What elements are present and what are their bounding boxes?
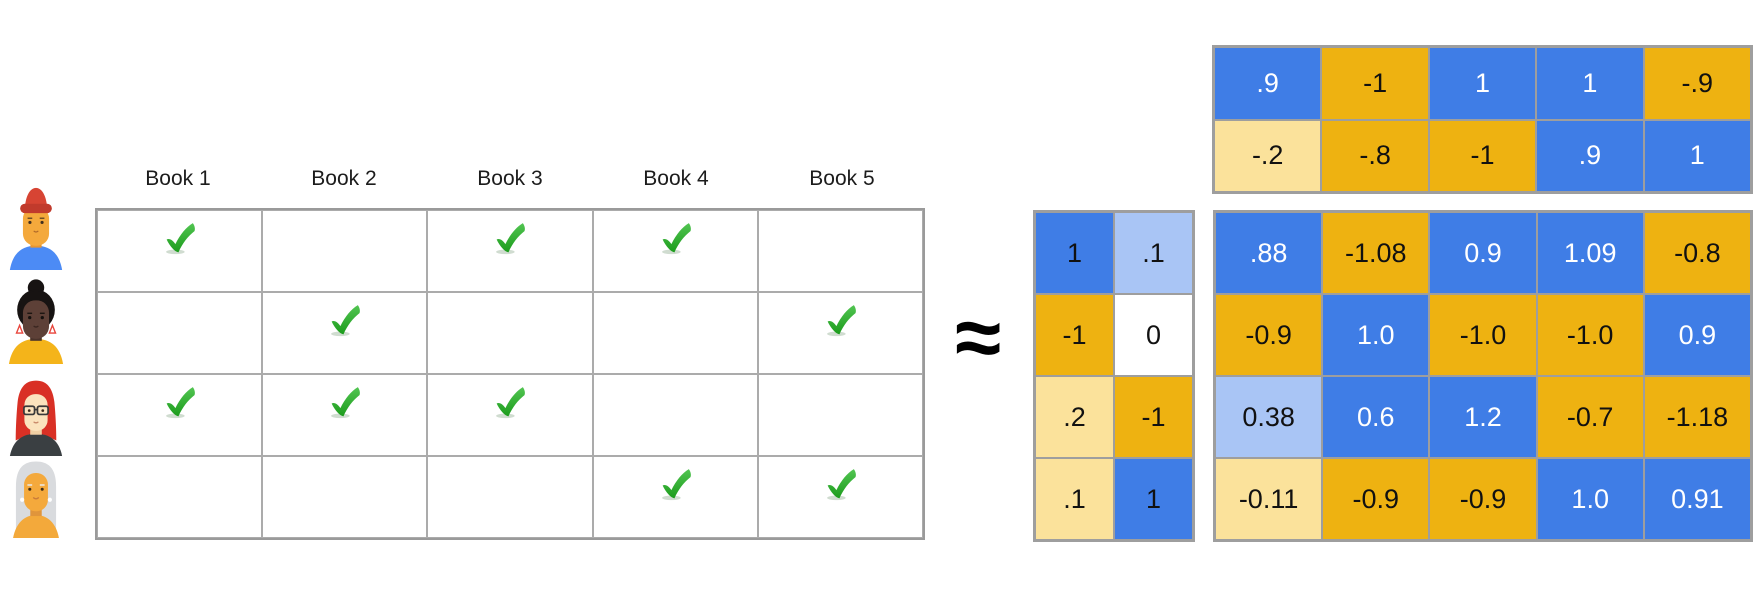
rating-cell bbox=[427, 456, 593, 538]
book-column-header: Book 4 bbox=[643, 167, 709, 190]
matrix-cell: -1.18 bbox=[1643, 376, 1751, 458]
matrix-cell: -0.9 bbox=[1215, 294, 1323, 376]
rating-cell bbox=[757, 292, 923, 374]
book-column-header: Book 2 bbox=[311, 167, 377, 190]
checkmark-icon bbox=[166, 387, 195, 419]
rating-cell bbox=[757, 456, 923, 538]
matrix-cell: .9 bbox=[1214, 47, 1322, 120]
matrix-cell: .2 bbox=[1035, 376, 1114, 458]
book-column-header: Book 3 bbox=[477, 167, 543, 190]
matrix-cell: .1 bbox=[1035, 458, 1114, 540]
matrix-cell: 1 bbox=[1428, 47, 1537, 120]
matrix-cell: 1 bbox=[1536, 47, 1644, 120]
matrix-cell: 1.0 bbox=[1536, 458, 1644, 540]
rating-cell bbox=[262, 292, 428, 374]
rating-cell bbox=[262, 456, 428, 538]
matrix-cell: -0.9 bbox=[1429, 458, 1537, 540]
matrix-cell: .1 bbox=[1114, 212, 1193, 294]
matrix-cell: 1 bbox=[1643, 119, 1751, 192]
person-gray-hair-avatar bbox=[7, 452, 65, 538]
checkmark-icon bbox=[661, 223, 691, 255]
matrix-cell: 1.0 bbox=[1322, 294, 1430, 376]
checkmark-icon bbox=[331, 387, 361, 419]
matrix-cell: 0.6 bbox=[1322, 376, 1430, 458]
checkmark-icon bbox=[827, 305, 856, 337]
matrix-cell: -.8 bbox=[1321, 119, 1429, 192]
person-red-hair-glasses-avatar bbox=[7, 368, 65, 456]
matrix-cell: 0.91 bbox=[1643, 458, 1751, 540]
matrix-cell: -1 bbox=[1321, 47, 1429, 120]
approx-symbol: ≈ bbox=[954, 289, 1002, 384]
matrix-cell: -.9 bbox=[1643, 47, 1751, 120]
matrix-cell: -1 bbox=[1428, 119, 1537, 192]
rating-cell bbox=[592, 456, 758, 538]
matrix-cell: -0.11 bbox=[1215, 458, 1323, 540]
matrix-cell: .9 bbox=[1536, 119, 1644, 192]
checkmark-icon bbox=[661, 469, 691, 501]
matrix-cell: 0 bbox=[1114, 294, 1193, 376]
rating-cell bbox=[757, 374, 923, 456]
rating-cell bbox=[592, 210, 758, 292]
matrix-cell: 1 bbox=[1035, 212, 1114, 294]
rating-cell bbox=[427, 292, 593, 374]
ratings-table bbox=[95, 208, 925, 540]
matrix-cell: -1 bbox=[1035, 294, 1114, 376]
matrix-cell: -0.9 bbox=[1322, 458, 1430, 540]
matrix-cell: 0.9 bbox=[1643, 294, 1751, 376]
matrix-cell: 0.38 bbox=[1215, 376, 1323, 458]
rating-cell bbox=[592, 374, 758, 456]
rating-cell bbox=[592, 292, 758, 374]
book-column-header: Book 5 bbox=[809, 167, 875, 190]
book-column-header: Book 1 bbox=[145, 167, 211, 190]
rating-cell bbox=[427, 210, 593, 292]
checkmark-icon bbox=[331, 305, 361, 337]
rating-cell bbox=[757, 210, 923, 292]
rating-cell bbox=[97, 374, 263, 456]
matrix-cell: -0.8 bbox=[1643, 212, 1751, 294]
matrix-cell: .88 bbox=[1215, 212, 1323, 294]
checkmark-icon bbox=[827, 469, 856, 501]
checkmark-icon bbox=[496, 387, 526, 419]
matrix-cell: 0.9 bbox=[1429, 212, 1537, 294]
matrix-cell: -1.0 bbox=[1429, 294, 1537, 376]
matrix-cell: -0.7 bbox=[1536, 376, 1644, 458]
matrix-cell: -1.08 bbox=[1322, 212, 1430, 294]
rating-cell bbox=[97, 292, 263, 374]
book-headers: Book 1 Book 2 Book 3 Book 4 Book 5 bbox=[95, 161, 925, 197]
rating-cell bbox=[97, 456, 263, 538]
rating-cell bbox=[262, 374, 428, 456]
rating-cell bbox=[262, 210, 428, 292]
matrix-cell: 1 bbox=[1114, 458, 1193, 540]
person-red-beanie-avatar bbox=[7, 186, 65, 270]
rating-cell bbox=[427, 374, 593, 456]
matrix-cell: -1.0 bbox=[1536, 294, 1644, 376]
checkmark-icon bbox=[166, 223, 195, 255]
matrix-cell: 1.2 bbox=[1429, 376, 1537, 458]
matrix-cell: 1.09 bbox=[1536, 212, 1644, 294]
matrix-cell: -.2 bbox=[1214, 119, 1322, 192]
matrix-cell: -1 bbox=[1114, 376, 1193, 458]
checkmark-icon bbox=[496, 223, 526, 255]
rating-cell bbox=[97, 210, 263, 292]
person-bun-earrings-avatar bbox=[7, 276, 65, 364]
